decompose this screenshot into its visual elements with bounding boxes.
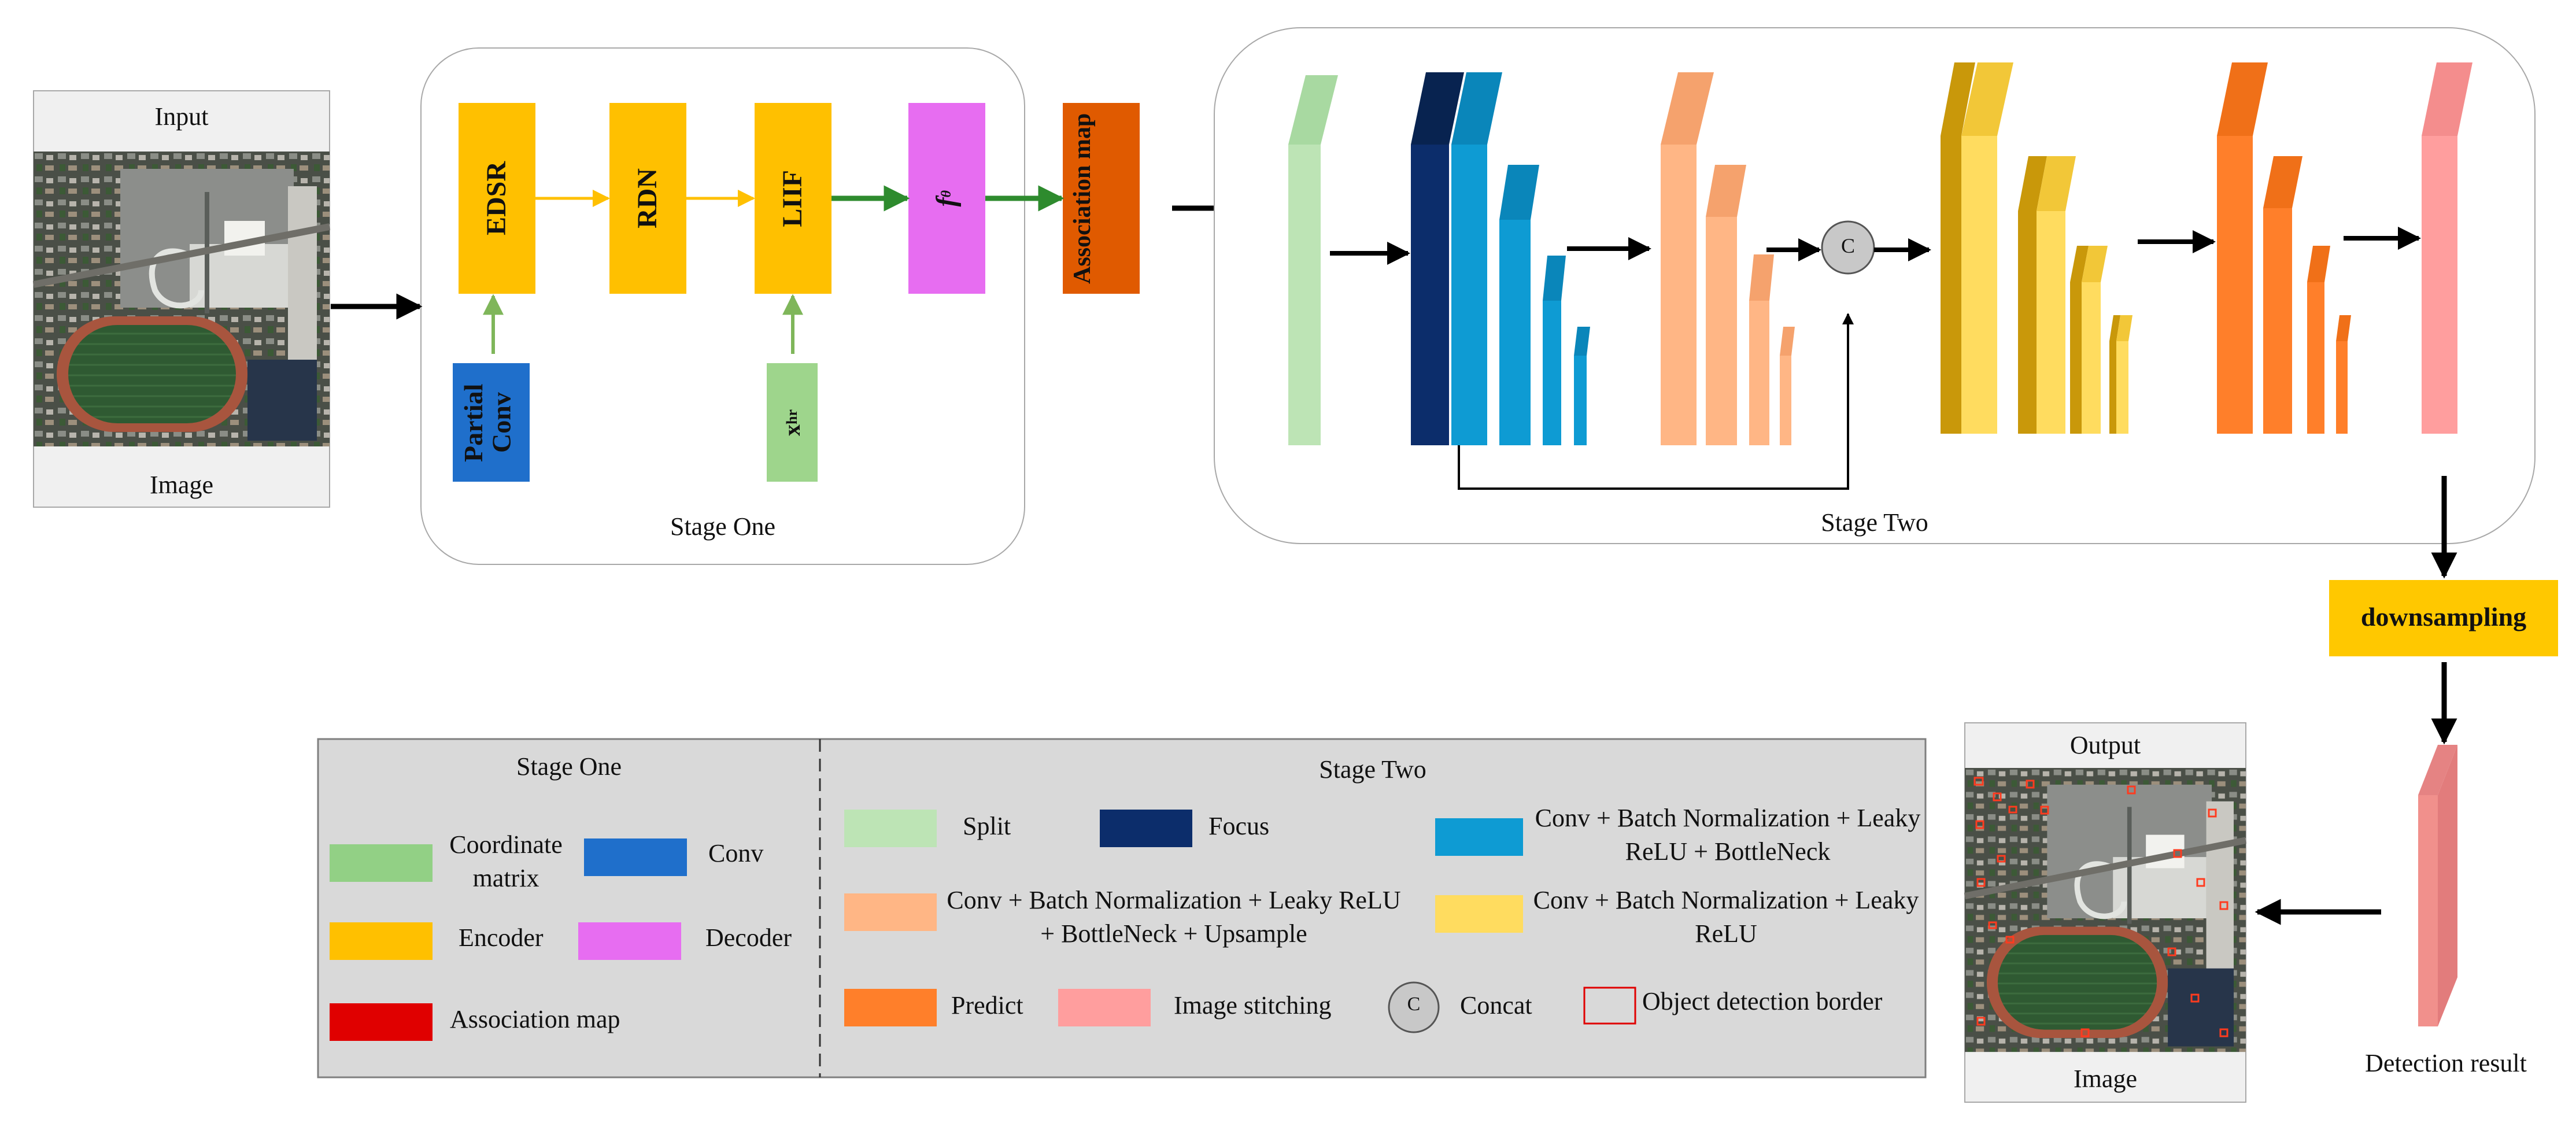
association-map-label: Association map (1069, 113, 1096, 284)
output-panel (1965, 722, 2246, 1103)
legend-swatch-coordinate-matrix (330, 844, 433, 882)
input-title: Input (154, 102, 209, 131)
upsample-block-3 (1749, 254, 1774, 445)
liif-label-wrap: LIIF (755, 103, 831, 294)
xhr-subscript: hr (783, 409, 800, 424)
legend-label-association-map: Association map (450, 1005, 620, 1033)
output-aerial-image (1965, 768, 2246, 1052)
legend-label-decoder: Decoder (705, 923, 792, 952)
upsample-block-1 (1661, 72, 1714, 445)
rdn-block (609, 103, 686, 294)
legend-label-cbl: Conv + Batch Normalization + Leaky ReLU (1533, 886, 1919, 948)
legend-label-upsample: Conv + Batch Normalization + Leaky ReLU … (947, 886, 1401, 948)
xhr-label-wrap: xhr (767, 363, 818, 482)
legend-swatch-association-map (330, 1003, 433, 1041)
f-theta-label-wrap: fθ (908, 103, 985, 294)
split-layer (1288, 75, 1338, 445)
cbl-block-2 (1961, 62, 2013, 434)
theta-subscript: θ (939, 190, 955, 198)
legend-concat-symbol-label: C (1407, 993, 1421, 1015)
legend-swatch-encoder (330, 922, 433, 960)
predict-block-3 (2307, 246, 2330, 434)
legend-swatch-detection-border (1583, 987, 1636, 1025)
legend-label-focus: Focus (1208, 812, 1270, 840)
stage-one-label: Stage One (670, 512, 776, 541)
association-map-label-wrap: Association map (1063, 103, 1140, 294)
output-caption: Image (2074, 1065, 2137, 1093)
legend-label-split: Split (963, 812, 1011, 840)
upsample-block-4 (1780, 327, 1795, 445)
csp-block-1 (1451, 72, 1502, 445)
edsr-block (459, 103, 535, 294)
cbl-block-3 (2018, 156, 2047, 434)
legend-swatch-split (844, 810, 937, 847)
detection-borders-overlay (1973, 777, 2228, 1037)
legend-label-cbl-bottleneck: Conv + Batch Normalization + Leaky ReLU … (1535, 804, 1921, 866)
partial-conv-label: Partial Conv (458, 383, 516, 462)
predict-block-2 (2263, 156, 2302, 434)
legend-label-conv: Conv (708, 839, 764, 867)
legend-concat-symbol (1388, 981, 1440, 1033)
partial-conv-block (453, 363, 530, 482)
f-theta-block (908, 103, 985, 294)
rdn-label-wrap: RDN (609, 103, 686, 294)
legend-swatch-focus (1100, 810, 1192, 847)
input-panel (34, 90, 330, 508)
cbl-block-7 (2109, 315, 2120, 434)
cbl-block-8 (2116, 315, 2133, 434)
predict-block-1 (2217, 62, 2268, 434)
liif-label: LIIF (777, 169, 808, 227)
upsample-block-2 (1706, 165, 1746, 445)
legend-swatch-cbl-bottleneck (1435, 818, 1523, 856)
focus-layer (1411, 72, 1464, 445)
legend-swatch-conv (584, 838, 687, 876)
edsr-label-wrap: EDSR (459, 103, 535, 294)
legend-label-predict: Predict (951, 991, 1023, 1019)
f-theta-label: f (931, 197, 962, 207)
partial-conv-label-wrap: Partial Conv (453, 363, 530, 482)
detection-result-block (2418, 745, 2457, 1026)
csp-block-2 (1499, 165, 1539, 445)
input-aerial-image (34, 152, 330, 446)
image-stitching-block (2422, 62, 2472, 434)
legend-label-image-stitching: Image stitching (1174, 991, 1332, 1019)
xhr-label: x (779, 424, 805, 436)
detection-result-label: Detection result (2365, 1049, 2527, 1077)
skip-connection-line (1458, 313, 1854, 490)
csp-block-3 (1543, 256, 1566, 445)
liif-block (755, 103, 831, 294)
cbl-block-1 (1941, 62, 1975, 434)
legend-stage-two-title: Stage Two (1319, 755, 1426, 784)
legend-swatch-predict (844, 989, 937, 1026)
association-map-block (1063, 103, 1140, 294)
cbl-block-5 (2070, 246, 2089, 434)
legend-label-coordinate-matrix: Coordinate matrix (449, 830, 563, 892)
rdn-label: RDN (632, 168, 663, 228)
csp-block-4 (1574, 327, 1590, 445)
legend-label-detection-border: Object detection border (1642, 987, 1883, 1015)
legend-swatch-cbl (1435, 895, 1523, 933)
legend-swatch-upsample (844, 893, 937, 931)
concat-node-label: C (1840, 234, 1855, 257)
legend-swatch-decoder (578, 922, 681, 960)
predict-block-4 (2336, 315, 2351, 434)
stage-two-label: Stage Two (1821, 508, 1928, 537)
downsampling-block (2329, 580, 2558, 656)
edsr-label: EDSR (481, 161, 512, 236)
legend-stage-one-title: Stage One (516, 752, 622, 781)
input-caption: Image (150, 471, 213, 499)
downsampling-label: downsampling (2360, 602, 2527, 631)
output-title: Output (2069, 731, 2141, 759)
xhr-block (767, 363, 818, 482)
legend-label-concat: Concat (1460, 991, 1532, 1019)
legend-swatch-image-stitching (1058, 989, 1151, 1026)
cbl-block-4 (2037, 156, 2076, 434)
legend-label-encoder: Encoder (459, 923, 544, 952)
cbl-block-6 (2082, 246, 2108, 434)
